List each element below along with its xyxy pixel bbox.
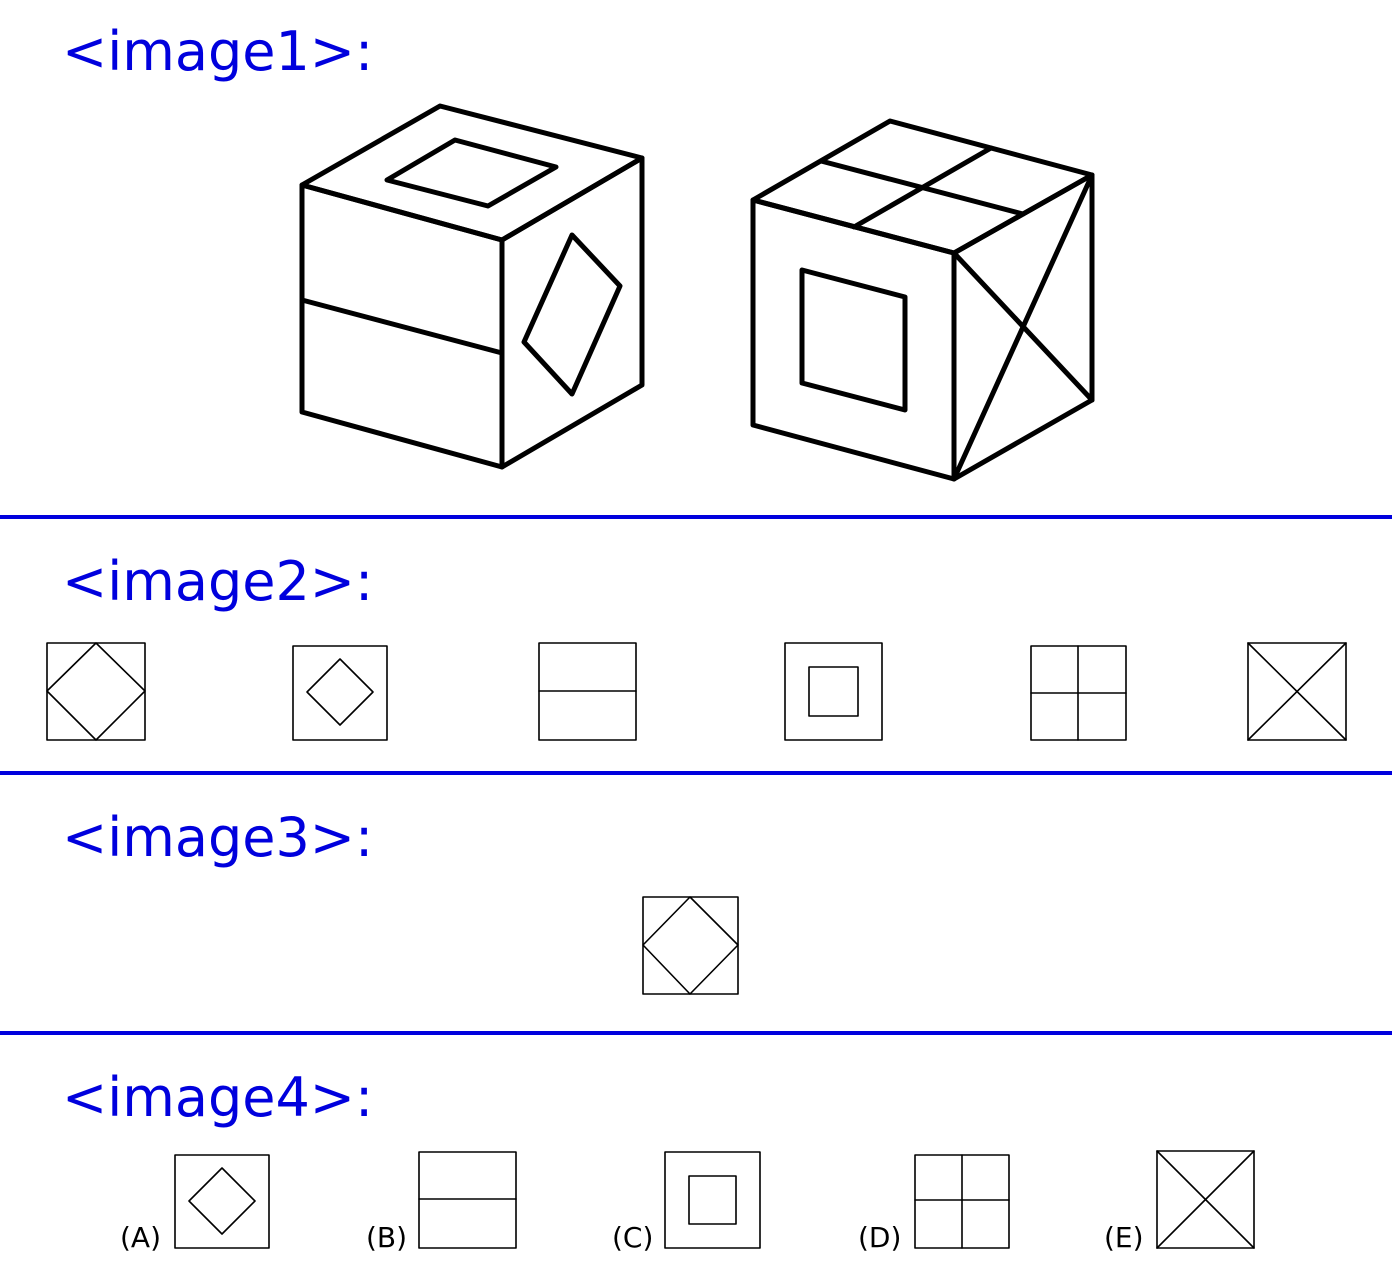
face-small-diamond [292,645,388,741]
face-diagonal-x [1247,642,1347,741]
option-e-figure [1156,1150,1255,1249]
section-divider [0,771,1392,775]
face-big-diamond [46,642,146,741]
option-letter-b: (B) [366,1221,408,1254]
cube-left-right-face [499,155,645,470]
option-b-figure [418,1151,517,1249]
option-a-figure [174,1154,270,1249]
option-letter-c: (C) [612,1221,654,1254]
cube-left-top-face [299,103,645,243]
section-divider [0,1031,1392,1035]
cube-right [750,118,1095,482]
option-letter-e: (E) [1104,1221,1144,1254]
section-label-image1: <image1>: [62,20,374,83]
option-letter-a: (A) [120,1221,162,1254]
cube-left [299,103,645,470]
cube-left-front-split [299,297,505,356]
face-inner-square [784,642,883,741]
section-divider [0,515,1392,519]
cube-left-top-square [384,137,559,209]
option-letter-d: (D) [858,1221,902,1254]
cube-right-front-face [750,197,957,482]
face-cross-grid [1030,645,1127,741]
face-horizontal-split [538,642,637,741]
target-face-big-diamond [642,896,739,995]
cube-right-front-square [799,267,908,413]
cube-right-right-diagonal [951,172,1095,482]
cube-left-right-diamond [521,232,623,397]
section-label-image3: <image3>: [62,806,374,869]
option-c-figure [664,1151,761,1249]
section-label-image2: <image2>: [62,550,374,613]
cube-right-top-grid [851,145,994,230]
option-d-figure [914,1154,1010,1249]
section-label-image4: <image4>: [62,1066,374,1129]
